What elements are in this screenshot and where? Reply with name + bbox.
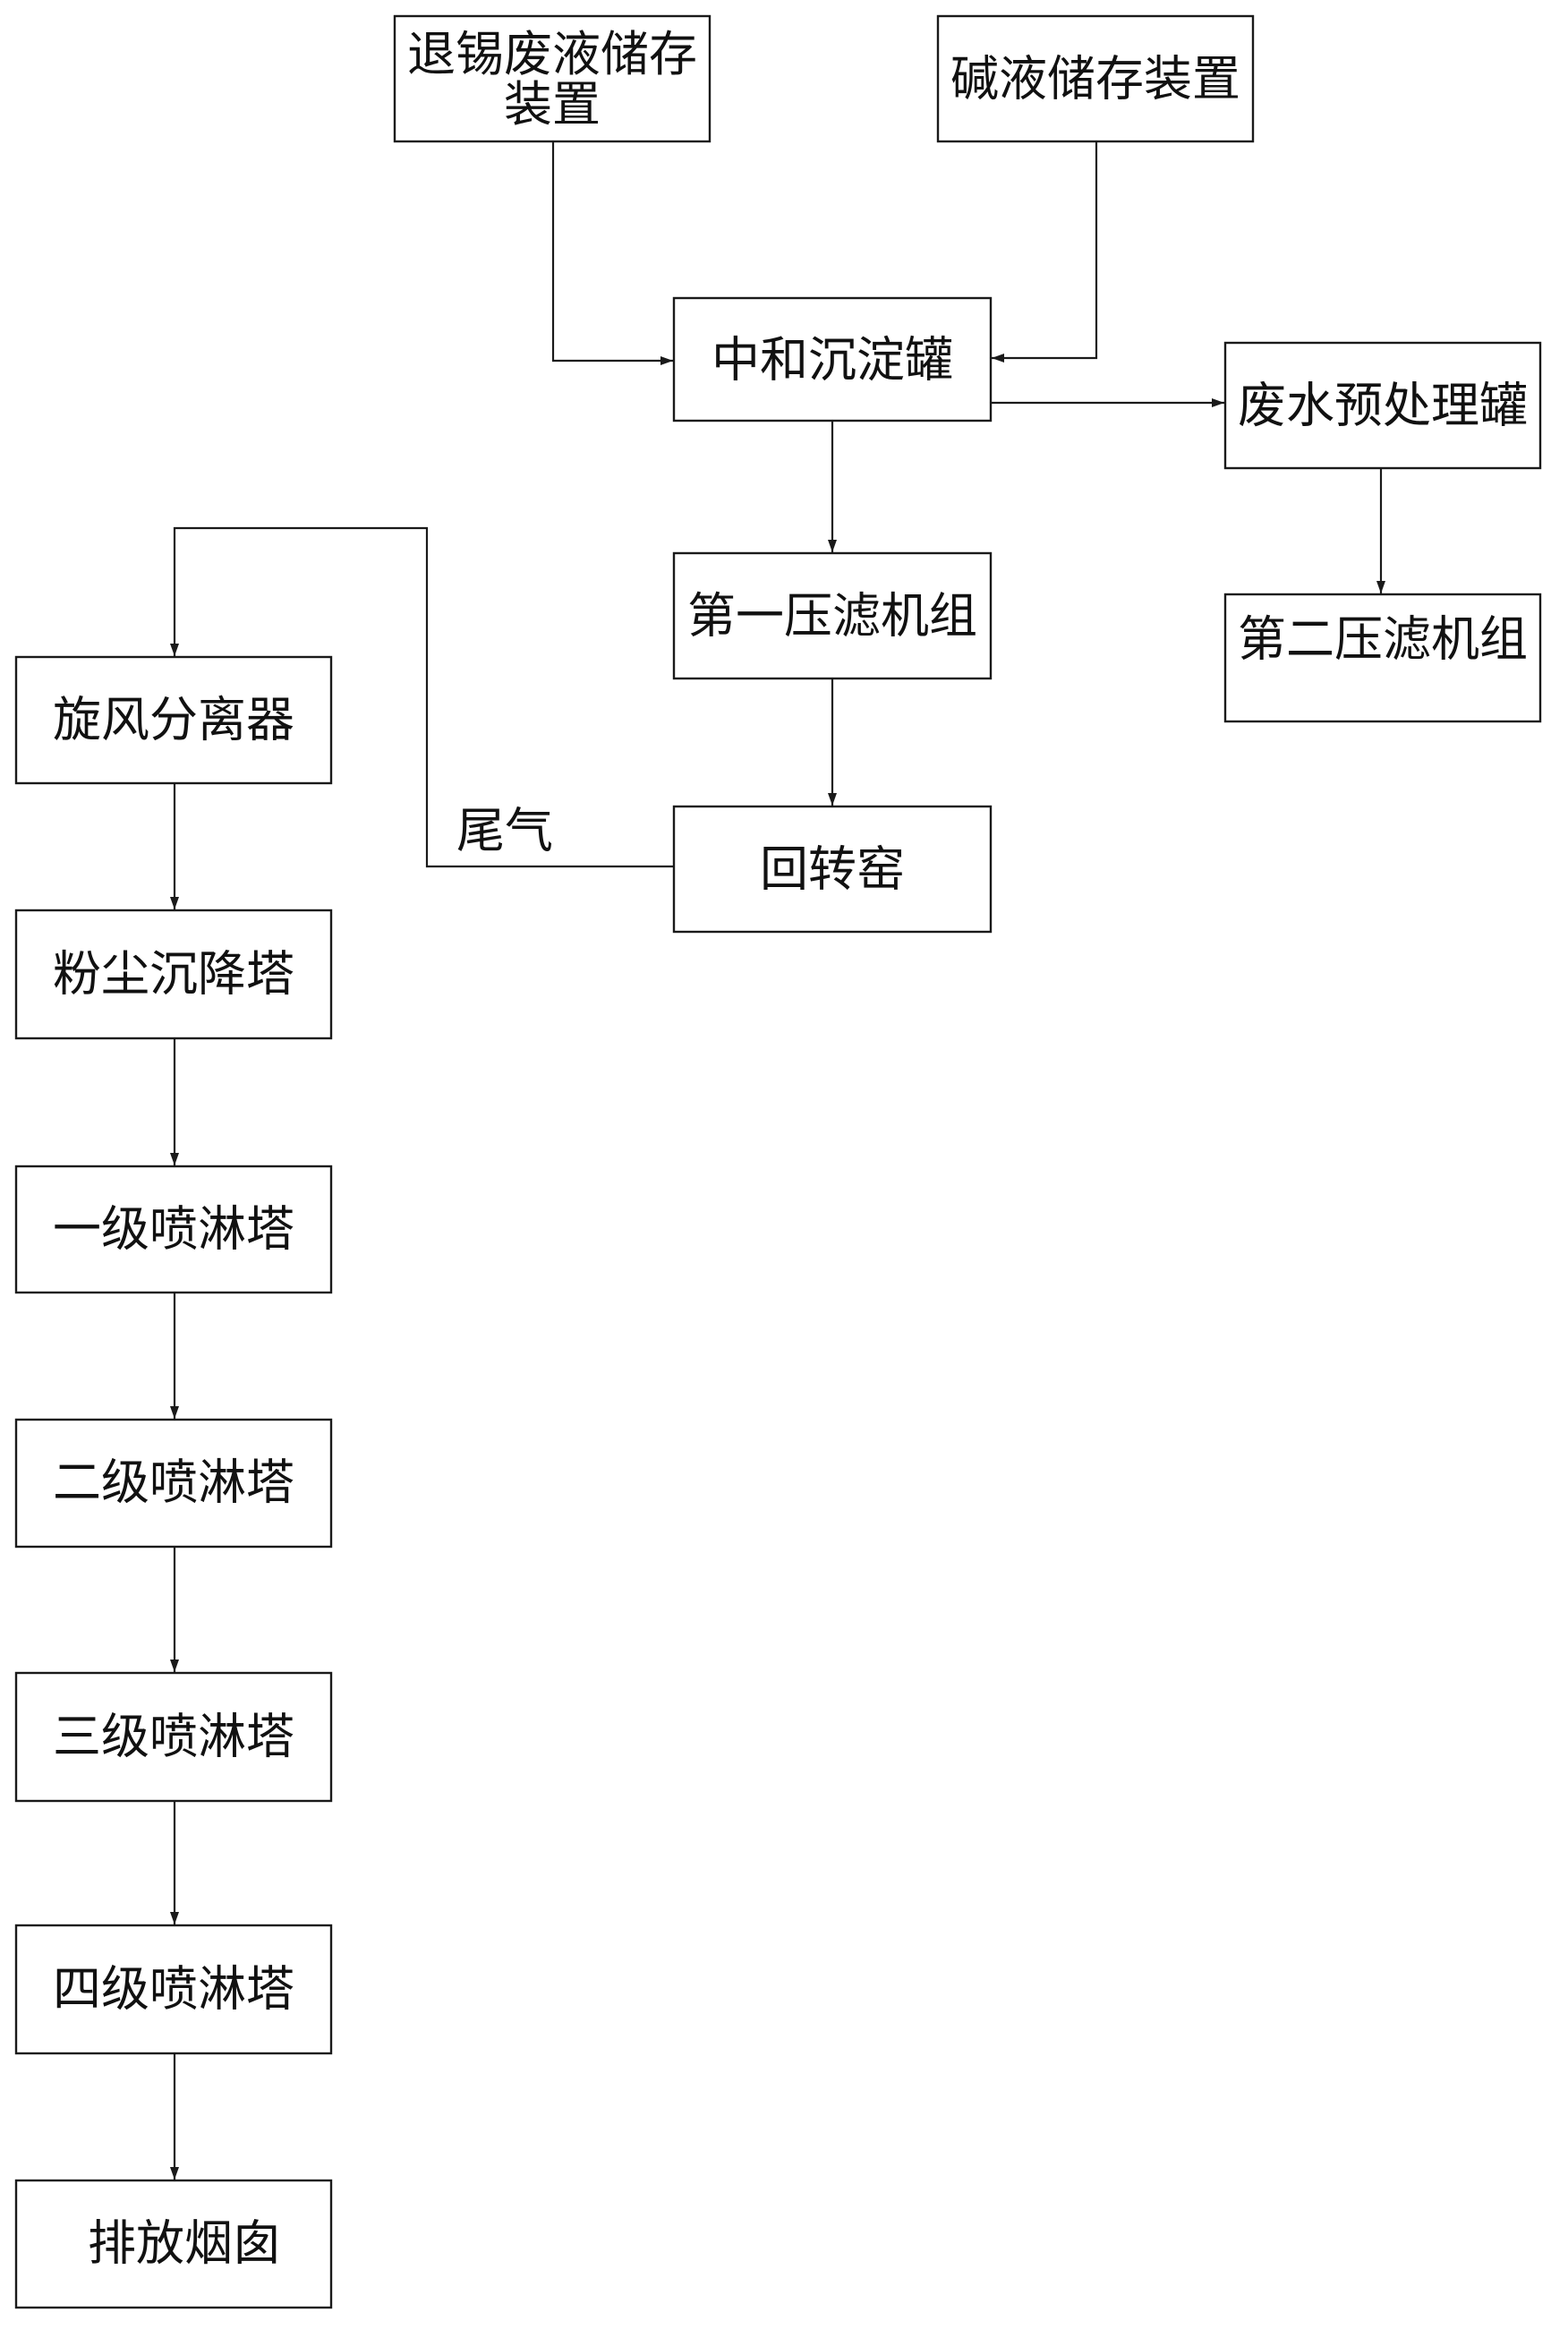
node-label-dust-settling-tower: 粉尘沉降塔 [53,946,294,1003]
edge-kiln-to-cyclone [170,526,674,868]
node-second-filter-press: 第二压滤机组 [1223,593,1542,723]
node-dust-settling-tower: 粉尘沉降塔 [14,909,333,1040]
node-cyclone-separator: 旋风分离器 [14,655,333,785]
node-label-spray-tower-1: 一级喷淋塔 [53,1201,294,1258]
node-wastewater-pretreatment-tank: 废水预处理罐 [1223,341,1542,470]
node-alkali-storage: 碱液储存装置 [936,14,1255,143]
node-spray-tower-4: 四级喷淋塔 [14,1924,333,2055]
node-label-neutralization-tank: 中和沉淀罐 [712,332,953,388]
edge-waste-storage-to-neutralization [551,141,673,365]
node-label-spray-tower-4: 四级喷淋塔 [53,1961,294,2018]
node-label-rotary-kiln: 回转窑 [760,841,905,898]
node-label-first-filter-press: 第一压滤机组 [687,588,977,644]
node-spray-tower-2: 二级喷淋塔 [14,1418,333,1549]
node-tin-stripping-waste-storage: 退锡废液储存装置 [393,14,712,143]
node-first-filter-press: 第一压滤机组 [672,551,993,680]
node-rotary-kiln: 回转窑 [672,805,993,934]
node-label-wastewater-pretreatment-tank: 废水预处理罐 [1238,378,1528,434]
node-label-tin-stripping-waste-storage: 退锡废液储存装置 [407,26,697,132]
edges [170,141,1385,2180]
node-neutralization-tank: 中和沉淀罐 [672,296,993,422]
node-label-exhaust-chimney: 排放烟囱 [88,2215,281,2272]
node-label-spray-tower-2: 二级喷淋塔 [53,1455,294,1511]
edge-label-tail-gas: 尾气 [456,803,553,859]
edge-alkali-to-neutralization [992,141,1098,363]
node-label-cyclone-separator: 旋风分离器 [53,692,294,748]
node-label-second-filter-press: 第二压滤机组 [1238,611,1528,668]
node-spray-tower-3: 三级喷淋塔 [14,1671,333,1803]
node-spray-tower-1: 一级喷淋塔 [14,1165,333,1294]
node-exhaust-chimney: 排放烟囱 [14,2179,333,2309]
node-label-alkali-storage: 碱液储存装置 [950,51,1240,107]
node-label-spray-tower-3: 三级喷淋塔 [53,1709,294,1765]
